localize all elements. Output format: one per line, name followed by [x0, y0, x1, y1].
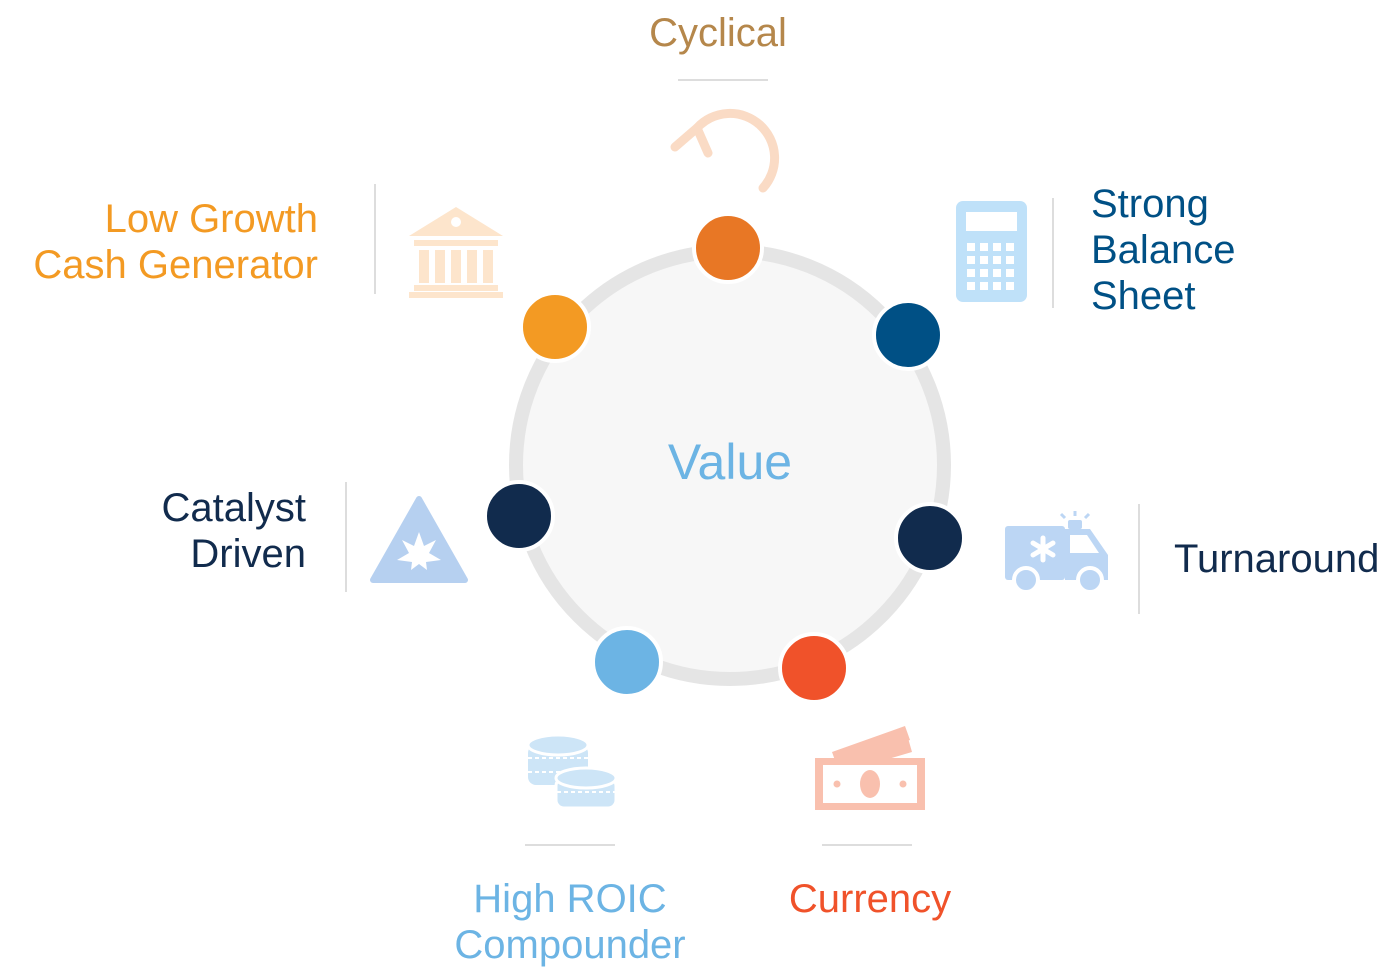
coin-stacks-icon — [526, 733, 618, 810]
turnaround-label-line: Turnaround — [1174, 537, 1380, 581]
strong-balance-sheet-label-line: Strong — [1091, 182, 1209, 226]
high-roic-compounder-label-line: High ROIC — [473, 877, 667, 921]
explosion-warning-icon — [370, 496, 468, 583]
strong-balance-sheet-label-line: Balance — [1091, 228, 1236, 272]
calculator-icon — [956, 201, 1027, 302]
strong-balance-sheet-label-line: Sheet — [1091, 274, 1196, 318]
low-growth-cash-generator-dot — [519, 291, 591, 363]
catalyst-driven-dot — [483, 480, 555, 552]
bank-building-icon — [409, 207, 503, 298]
cyclical-dot — [692, 212, 764, 284]
banknotes-icon — [815, 726, 925, 810]
ambulance-icon — [1005, 511, 1108, 594]
currency-label: Currency — [720, 876, 1020, 922]
low-growth-cash-generator-label: Low Growth Cash Generator — [0, 196, 318, 288]
catalyst-driven-label-line: Catalyst — [161, 486, 307, 530]
center-label: Value — [667, 434, 793, 490]
turnaround-dot — [894, 502, 966, 574]
cyclical-label: Cyclical — [568, 10, 868, 56]
turnaround-label: Turnaround — [1174, 536, 1379, 582]
currency-dot — [778, 632, 850, 704]
strong-balance-sheet-dot — [872, 299, 944, 371]
low-growth-cash-generator-label-line: Cash Generator — [33, 243, 318, 287]
circular-arrow-icon — [670, 108, 780, 193]
high-roic-compounder-label-line: Compounder — [454, 923, 686, 967]
low-growth-cash-generator-label-line: Low Growth — [104, 197, 318, 241]
cyclical-label-line: Cyclical — [649, 11, 787, 55]
catalyst-driven-label-line: Driven — [190, 532, 306, 576]
high-roic-compounder-label: High ROIC Compounder — [420, 876, 720, 968]
catalyst-driven-label: Catalyst Driven — [6, 485, 307, 577]
strong-balance-sheet-label: Strong Balance Sheet — [1091, 181, 1236, 319]
currency-label-line: Currency — [788, 877, 952, 921]
high-roic-compounder-dot — [591, 626, 663, 698]
category-dots — [483, 212, 966, 704]
